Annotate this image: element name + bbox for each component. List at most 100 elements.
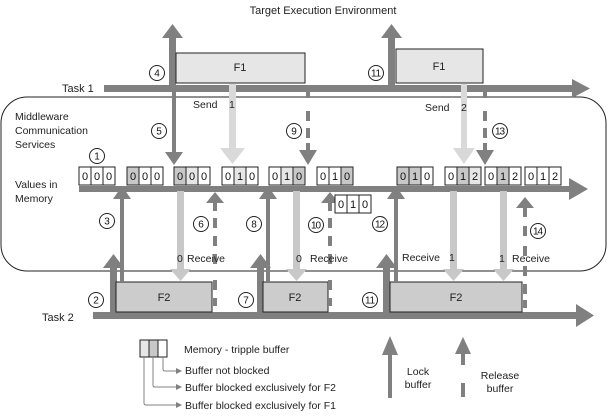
buffer-cell-value: 0 <box>362 199 368 211</box>
buffer-cell-value: 0 <box>338 199 344 211</box>
buffer-cell-value: 0 <box>201 171 207 183</box>
buffer-cell-value: 2 <box>552 171 558 183</box>
function-box-f2-3: F2 <box>389 281 523 313</box>
release-arrow-step-6 <box>206 192 224 306</box>
buffer-cell-value: 0 <box>189 171 195 183</box>
step-marker-8: 8 <box>246 216 262 232</box>
legend-connector-f1 <box>143 357 176 406</box>
task1-axis-arrowhead <box>572 79 590 98</box>
receive-2-label: Receive <box>310 253 348 265</box>
buffer-cell <box>340 166 354 186</box>
step-marker-9: 9 <box>286 123 302 139</box>
values-label-line-1: Values in <box>15 179 58 191</box>
legend: Memory - tripple buffer Buffer not block… <box>139 336 520 412</box>
values-label-line-2: Memory <box>15 193 54 205</box>
svg-text:F1: F1 <box>433 61 446 73</box>
receive-4-label: Receive <box>512 253 550 265</box>
buffer-cell-value: 0 <box>448 171 454 183</box>
task1-label: Task 1 <box>62 83 94 95</box>
middleware-label-line-2: Communication <box>15 125 88 137</box>
svg-text:7: 7 <box>243 296 249 307</box>
buffer-cell <box>468 166 482 186</box>
send-arrow-2 <box>453 84 475 164</box>
step-marker-1: 1 <box>89 148 105 164</box>
legend-buffer-sample <box>139 339 168 358</box>
buffer-cell-value: 0 <box>272 171 278 183</box>
legend-lock-line-1: Lock <box>407 366 430 378</box>
step-marker-11: 11 <box>368 65 384 81</box>
buffer-cell-value: 1 <box>284 171 290 183</box>
svg-text:2: 2 <box>93 296 99 307</box>
task2-activation-arrow-3 <box>376 254 397 316</box>
receive-1-label: Receive <box>187 253 225 265</box>
task1-activation-arrow-2 <box>381 24 402 92</box>
legend-release-line-2: buffer <box>487 383 514 395</box>
send-2-value: 2 <box>461 102 467 114</box>
task2-axis-line <box>93 312 576 319</box>
receive-4-value: 1 <box>499 253 505 265</box>
step-marker-3: 3 <box>99 213 115 229</box>
receive-arrow-1 <box>170 191 191 281</box>
svg-text:11: 11 <box>365 296 375 307</box>
step-marker-12: 12 <box>372 216 388 232</box>
svg-text:1: 1 <box>94 152 100 163</box>
lock-arrow-step-3 <box>113 186 131 282</box>
svg-text:8: 8 <box>251 220 257 231</box>
memory-axis-arrowhead <box>569 178 588 200</box>
middleware-label-line-3: Services <box>15 139 55 151</box>
buffer-cell <box>102 166 116 186</box>
buffer-cell-value: 1 <box>237 171 243 183</box>
svg-text:13: 13 <box>495 127 505 138</box>
send-arrow-1 <box>220 84 245 164</box>
lock-arrow-step-5 <box>165 92 183 165</box>
buffer-cell <box>508 166 522 186</box>
buffer-cell <box>197 166 211 186</box>
send-2-label: Send <box>425 102 450 114</box>
svg-text:12: 12 <box>375 220 385 231</box>
legend-lock-line-2: buffer <box>405 379 432 391</box>
memory-timeline <box>79 178 588 200</box>
buffer-cell-value: 2 <box>512 171 518 183</box>
buffer-cell-value: 0 <box>130 171 136 183</box>
legend-arrowhead-free <box>176 368 182 374</box>
svg-text:4: 4 <box>154 69 160 80</box>
task2-label: Task 2 <box>42 312 74 324</box>
svg-text:5: 5 <box>156 127 162 138</box>
buffer-cell-value: 0 <box>296 171 302 183</box>
step-marker-11: 11 <box>362 292 378 308</box>
buffer-cell <box>548 166 562 186</box>
svg-text:6: 6 <box>198 220 204 231</box>
task2-timeline <box>93 304 594 327</box>
buffer-cell-value: 1 <box>412 171 418 183</box>
buffer-cell-value: 1 <box>500 171 506 183</box>
function-box-f2-2: F2 <box>262 281 329 313</box>
svg-text:14: 14 <box>533 227 543 238</box>
buffer-cell <box>420 166 434 186</box>
step-marker-4: 4 <box>149 65 165 81</box>
legend-not-blocked: Buffer not blocked <box>185 365 270 377</box>
lock-arrow-step-8 <box>259 186 277 282</box>
legend-blocked-f1: Buffer blocked exclusively for F1 <box>185 400 336 412</box>
task1-axis-line <box>104 85 572 92</box>
legend-release-arrow <box>455 337 471 397</box>
receive-arrow-3 <box>443 191 464 281</box>
step-marker-5: 5 <box>151 123 167 139</box>
legend-blocked-f2: Buffer blocked exclusively for F2 <box>185 382 336 394</box>
buffer-cell-value: 0 <box>424 171 430 183</box>
buffer-cell <box>292 166 306 186</box>
buffer-cell-value: 0 <box>249 171 255 183</box>
legend-connector-free <box>162 357 176 372</box>
svg-text:3: 3 <box>104 217 110 228</box>
legend-release-line-1: Release <box>481 370 520 382</box>
